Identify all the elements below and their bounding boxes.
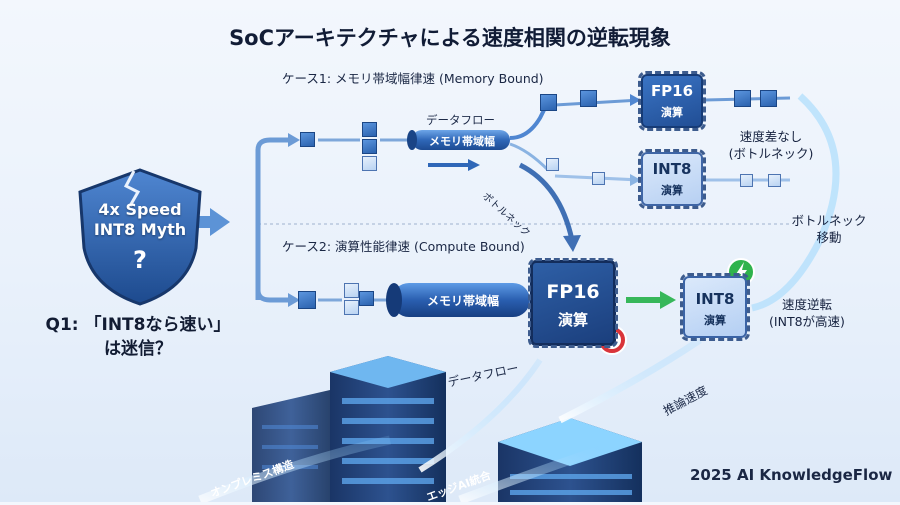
case1-data-block bbox=[362, 122, 377, 137]
case2-result-line1: 速度逆転 bbox=[781, 297, 832, 312]
light-stream-4 bbox=[458, 445, 602, 502]
case2-int8-chip-line2: 演算 bbox=[704, 314, 726, 327]
bottleneck-arrow bbox=[518, 162, 575, 241]
case2-pipe-label: メモリ帯域幅 bbox=[426, 294, 499, 308]
credit-label: 2025 AI KnowledgeFlow bbox=[690, 466, 893, 484]
case1-fp16-chip-line2: 演算 bbox=[661, 106, 683, 119]
case1-int8-chip-line1: INT8 bbox=[652, 160, 692, 178]
bottleneck-move-line1: ボトルネック bbox=[791, 213, 867, 228]
arrow-shield-to-cases bbox=[188, 208, 230, 236]
case1-data-block bbox=[300, 132, 315, 147]
case1-data-block bbox=[362, 139, 377, 154]
case2-label: ケース2: 演算性能律速 (Compute Bound) bbox=[282, 239, 525, 254]
shield-line2: INT8 Myth bbox=[93, 220, 187, 239]
case2-fp16-chip-line2: 演算 bbox=[557, 311, 588, 329]
case1-pipe-to-fp16 bbox=[509, 107, 547, 140]
server-rack-center bbox=[330, 356, 446, 502]
page-title: SoCアーキテクチャによる速度相関の逆転現象 bbox=[229, 26, 671, 50]
question-line1: Q1: 「INT8なら速い」 bbox=[45, 315, 231, 335]
case2-result-line2: (INT8が高速) bbox=[769, 314, 845, 329]
light-stream-3 bbox=[198, 435, 391, 502]
question-label: Q1: 「INT8なら速い」 は迷信？ bbox=[18, 313, 258, 361]
case1-label: ケース1: メモリ帯域幅律速 (Memory Bound) bbox=[282, 71, 544, 86]
light-stream-2 bbox=[558, 337, 702, 424]
case2-int8-chip-line1: INT8 bbox=[695, 290, 735, 308]
case2-data-block bbox=[359, 291, 374, 306]
case2-fp16-chip-line1: FP16 bbox=[546, 281, 600, 303]
case1-data-block bbox=[540, 94, 557, 111]
case1-fp16-chip-line1: FP16 bbox=[650, 82, 694, 100]
shield-line1: 4x Speed bbox=[98, 200, 182, 219]
shield-question-mark: ? bbox=[133, 246, 147, 274]
case1-pipe-to-int8 bbox=[509, 142, 550, 172]
branch-top bbox=[255, 137, 290, 151]
case1-output-block bbox=[734, 90, 751, 107]
case1-data-block bbox=[362, 156, 377, 171]
shield-label: 4x Speed INT8 Myth bbox=[78, 200, 202, 240]
case2-result: 速度逆転 (INT8が高速) bbox=[752, 296, 862, 330]
case1-output-block bbox=[740, 174, 753, 187]
case1-int8-chip: INT8 演算 bbox=[638, 149, 706, 209]
bottleneck-move-label: ボトルネック 移動 bbox=[774, 212, 884, 246]
bottleneck-move-line2: 移動 bbox=[816, 230, 842, 245]
case1-top-row bbox=[554, 98, 641, 107]
case1-output-block bbox=[768, 174, 781, 187]
case2-data-block bbox=[298, 291, 316, 309]
bottleneck-move-trail bbox=[751, 93, 840, 312]
case1-result-line2: (ボトルネック) bbox=[728, 146, 814, 161]
case1-int8-chip-line2: 演算 bbox=[661, 184, 683, 197]
case1-output-block bbox=[760, 90, 777, 107]
server-rack-left bbox=[252, 390, 330, 502]
case2-data-block bbox=[344, 300, 359, 315]
case1-pipe-label: メモリ帯域幅 bbox=[429, 135, 495, 148]
case1-result: 速度差なし (ボトルネック) bbox=[716, 128, 826, 162]
branch-bottom bbox=[255, 289, 290, 303]
case1-data-block bbox=[580, 90, 597, 107]
case1-fp16-chip: FP16 演算 bbox=[638, 71, 706, 131]
light-stream-1 bbox=[418, 358, 543, 473]
case2-memory-pipe bbox=[386, 283, 530, 317]
case2-fp16-chip: FP16 演算 bbox=[528, 258, 618, 348]
case1-result-line1: 速度差なし bbox=[739, 129, 803, 144]
question-line2: は迷信？ bbox=[104, 339, 172, 359]
case1-dataflow-label: データフロー bbox=[426, 113, 495, 127]
case1-data-block bbox=[546, 158, 559, 171]
case2-data-block bbox=[344, 283, 359, 298]
case2-int8-chip: INT8 演算 bbox=[680, 273, 750, 341]
case1-data-block bbox=[592, 172, 605, 185]
shield-body bbox=[78, 168, 202, 306]
case1-memory-pipe bbox=[407, 130, 510, 150]
